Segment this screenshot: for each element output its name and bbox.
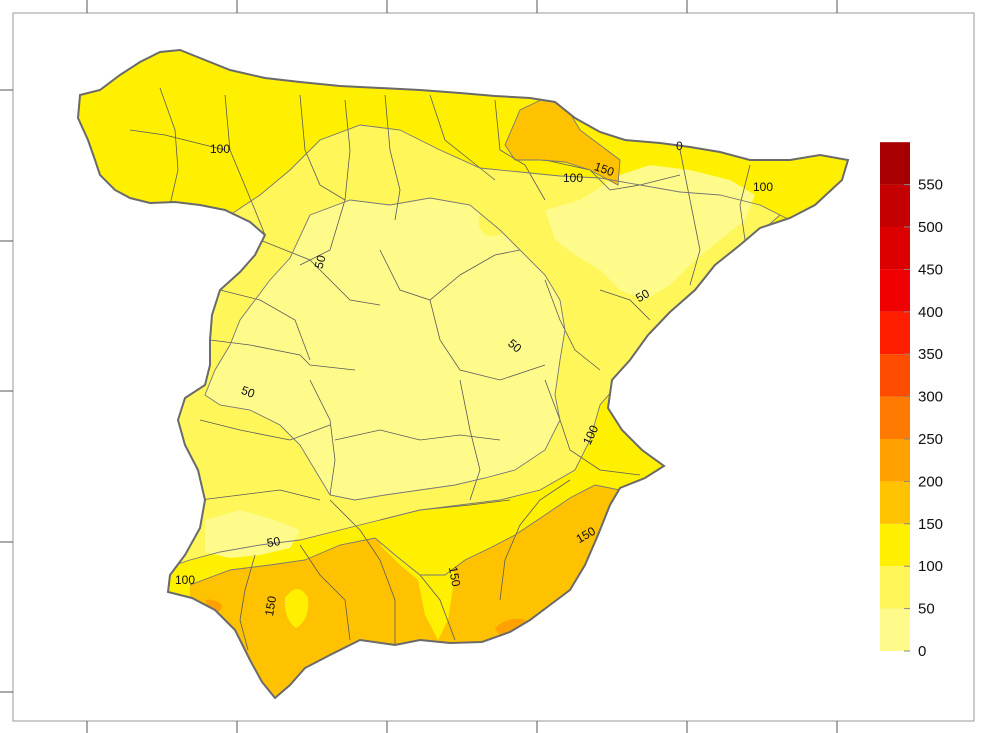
legend-swatch [880,566,910,609]
contour-label: 150 [592,159,616,179]
legend-label: 400 [918,304,943,321]
legend-label: 500 [918,219,943,236]
legend-swatch [880,396,910,439]
legend-swatch [880,269,910,312]
legend-label: 250 [918,431,943,448]
contour-label: 100 [753,180,773,194]
legend-label: 100 [918,558,943,575]
legend-swatch [880,227,910,270]
contour-label: 50 [239,383,257,401]
contour-label: 50 [633,286,652,305]
zone-0-50-central [205,198,565,500]
legend-swatch [880,608,910,651]
legend-label: 150 [918,516,943,533]
zone-0-50-southwest [205,510,300,558]
contour-label: 50 [266,534,282,550]
contour-label: 0 [676,139,683,153]
zone-100-150-spot [284,589,309,628]
zone-0-50-ebro [545,165,755,300]
legend-label: 350 [918,346,943,363]
legend-swatch [880,311,910,355]
contour-label: 150 [262,595,279,617]
legend-label: 300 [918,389,943,406]
zone-100-150-sierra [380,538,455,640]
legend-swatch [880,354,910,397]
legend-label: 550 [918,177,943,194]
contour-label: 100 [210,142,230,156]
legend-swatch [880,184,910,227]
axis-ticks [0,0,838,733]
zone-50-100-spot [478,211,510,237]
legend-label: 0 [918,643,926,660]
contour-label: 50 [312,253,329,270]
legend-swatch [880,142,910,185]
contour-label: 100 [175,573,195,587]
legend-swatch [880,439,910,482]
contour-label: 150 [446,565,463,587]
legend-swatch [880,523,910,567]
coastline [76,48,850,700]
legend: 0 50 100 150 200 250 300 350 400 450 500 550 [880,142,943,660]
legend-label: 50 [918,601,935,618]
legend-label: 200 [918,473,943,490]
legend-swatch [880,481,910,524]
zone-150-200-navarra [505,98,620,185]
contour-label: 100 [563,171,583,185]
legend-label: 450 [918,261,943,278]
zone-0-50-galicia-spot [150,75,220,152]
